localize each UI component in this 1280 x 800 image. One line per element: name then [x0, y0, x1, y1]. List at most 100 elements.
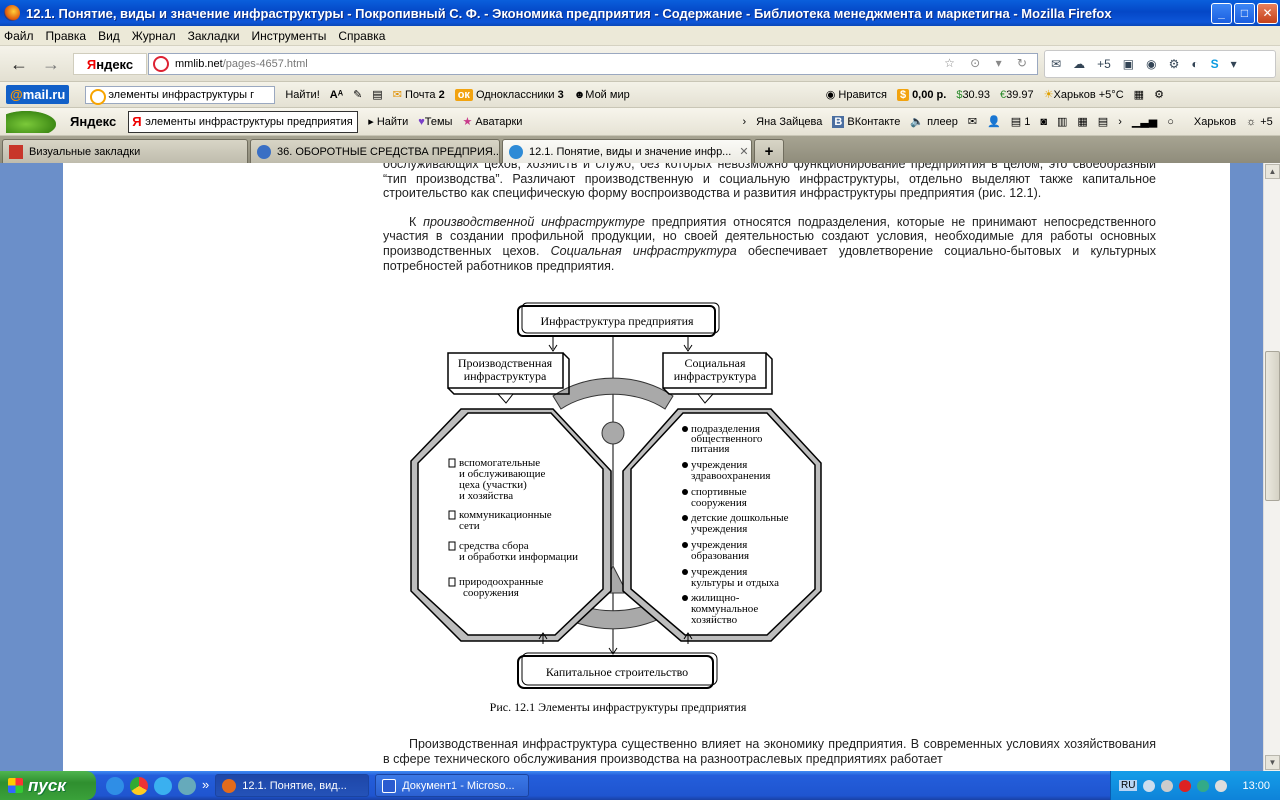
usd-rate[interactable]: $30.93	[956, 89, 990, 101]
right-item-7-line-3: хозяйство	[691, 614, 738, 626]
page-icon[interactable]: ▣	[1122, 57, 1135, 71]
menu-chevron-icon[interactable]: ▾	[1230, 57, 1237, 71]
menu-file[interactable]: Файл	[4, 28, 34, 43]
tray-expand-icon[interactable]	[1143, 779, 1156, 792]
mail-label: Почта	[404, 89, 436, 101]
user-name[interactable]: Яна Зайцева	[756, 115, 823, 128]
scroll-down-icon[interactable]: ▼	[1265, 755, 1280, 770]
mailbar-menu-icon[interactable]: ▦	[1133, 89, 1145, 101]
like-icon: ◉	[825, 89, 836, 101]
desktop-quick-icon[interactable]	[178, 776, 196, 795]
mail-envelope-icon[interactable]: ✉	[1051, 57, 1062, 71]
menu-bookmarks[interactable]: Закладки	[187, 28, 240, 43]
tab-infrastructure[interactable]: 12.1. Понятие, виды и значение инфр... ✕	[502, 139, 752, 163]
scroll-thumb[interactable]	[1265, 351, 1280, 501]
mail-icon[interactable]: ✉	[967, 116, 978, 128]
avatars-button[interactable]: ★ Аватарки	[462, 115, 522, 128]
yabar-chevron-icon[interactable]: ›	[742, 115, 747, 128]
yandex-find-button[interactable]: ▸ Найти	[368, 115, 408, 128]
menu-tools[interactable]: Инструменты	[251, 28, 327, 43]
task-label: 12.1. Понятие, вид...	[242, 779, 347, 792]
menu-view[interactable]: Вид	[98, 28, 120, 43]
start-button[interactable]: пуск	[0, 771, 96, 800]
weather-city[interactable]: Харьков	[1193, 115, 1237, 128]
calendar-icon[interactable]: ▤	[1097, 116, 1109, 128]
eur-rate[interactable]: €39.97	[1000, 89, 1034, 101]
left-item-1-line-2: и обслуживающие	[459, 468, 545, 480]
maximize-button[interactable]: □	[1234, 2, 1255, 24]
mailru-logo-at: @	[10, 87, 23, 102]
address-bar[interactable]: mmlib.net/pages-4657.html ☆ ⊙ ▾ ↻	[148, 53, 1038, 75]
p2-emphasis-social: Социальная инфраструктура	[550, 243, 737, 258]
weather-badge: +5	[1097, 57, 1111, 71]
taskbar-firefox[interactable]: 12.1. Понятие, вид...	[215, 774, 370, 797]
tray-skype-icon[interactable]	[1197, 779, 1210, 792]
my-world-icon: ☻	[573, 88, 586, 101]
window-titlebar[interactable]: 12.1. Понятие, виды и значение инфрастру…	[0, 0, 1280, 26]
page-viewport[interactable]: обслуживающих цехов, хозяйств и служб, б…	[0, 163, 1263, 771]
right-title-box	[662, 352, 767, 389]
skype-quick-icon[interactable]	[106, 776, 124, 795]
like-button[interactable]: ◉ Нравится	[826, 88, 887, 101]
p2-emphasis-production: производственной инфраструктуре	[423, 214, 645, 229]
vkontakte-link[interactable]: В ВКонтакте	[832, 115, 900, 128]
tab-close-icon[interactable]: ✕	[739, 146, 749, 158]
like-label: Нравится	[838, 89, 887, 101]
scroll-up-icon[interactable]: ▲	[1265, 164, 1280, 179]
chrome-quick-icon[interactable]	[130, 776, 148, 795]
counter-link[interactable]: ▤ 1	[1011, 115, 1031, 128]
camera-icon[interactable]: ◙	[1040, 115, 1047, 128]
taskbar-word[interactable]: Документ1 - Microso...	[375, 774, 530, 797]
tray-antivirus-icon[interactable]	[1179, 779, 1192, 792]
bottom-box	[517, 655, 714, 689]
new-tab-button[interactable]: +	[754, 139, 784, 163]
forward-button[interactable]: →	[42, 54, 60, 74]
vertical-scrollbar[interactable]: ▲ ▼	[1263, 163, 1280, 771]
menu-history[interactable]: Журнал	[131, 28, 176, 43]
tab-visual-bookmarks[interactable]: Визуальные закладки	[2, 139, 248, 163]
player-button[interactable]: 🔈 плеер	[910, 115, 958, 128]
url-actions-icons[interactable]: ☆ ⊙ ▾ ↻	[944, 56, 1033, 70]
mailbar-settings-icon[interactable]: ⚙	[1154, 89, 1164, 101]
pen-icon[interactable]: ✎	[353, 89, 363, 101]
notes-icon[interactable]: ▦	[1077, 116, 1088, 128]
tools-icon[interactable]: ⚙	[1168, 57, 1180, 71]
minimize-button[interactable]: _	[1211, 2, 1232, 24]
addon-icon[interactable]: ◐	[1191, 57, 1199, 71]
signal-icon[interactable]: ▁▃▅	[1131, 116, 1158, 128]
translate-icon[interactable]: ◉	[1146, 57, 1157, 71]
ie-quick-icon[interactable]	[154, 776, 172, 795]
tray-speaker-icon[interactable]	[1215, 779, 1228, 792]
weather-link[interactable]: ☀Харьков +5°C	[1044, 88, 1124, 101]
menu-help[interactable]: Справка	[338, 28, 386, 43]
themes-button[interactable]: ♥Темы	[418, 116, 452, 128]
doc-icon[interactable]: ▤	[372, 89, 383, 101]
skype-icon[interactable]: S	[1210, 57, 1219, 71]
language-indicator[interactable]: RU	[1119, 780, 1138, 791]
mailru-find-button[interactable]: Найти!	[285, 88, 320, 101]
tray-network-icon[interactable]	[1161, 779, 1174, 792]
user-icon[interactable]: 👤	[987, 116, 1001, 128]
tab-working-capital[interactable]: 36. ОБОРОТНЫЕ СРЕДСТВА ПРЕДПРИЯ...	[250, 139, 500, 163]
yandex-chameleon-icon[interactable]	[6, 110, 56, 133]
left-item-marker	[448, 541, 456, 551]
quick-more-icon[interactable]: »	[202, 776, 210, 792]
right-item-6-line-2: культуры и отдыха	[691, 577, 779, 589]
close-button[interactable]: ✕	[1257, 2, 1278, 24]
balance-link[interactable]: $0,00 р.	[896, 88, 946, 101]
back-button[interactable]: ←	[10, 54, 28, 74]
yabar-more-icon[interactable]: ›	[1118, 115, 1122, 128]
right-item-1-line-2: общественного	[691, 433, 763, 445]
chat-bubble-icon[interactable]: ○	[1167, 115, 1174, 128]
film-icon[interactable]: ▥	[1056, 116, 1068, 128]
mailru-search-input[interactable]: элементы инфраструктуры г	[85, 85, 276, 105]
my-world-link[interactable]: ☻Мой мир	[574, 89, 630, 101]
menu-edit[interactable]: Правка	[45, 28, 87, 43]
yandex-search-input[interactable]: элементы инфраструктуры предприятия	[128, 110, 359, 133]
font-size-icon[interactable]: Aᴬ	[329, 88, 344, 101]
mail-link[interactable]: ✉ Почта 2	[393, 88, 445, 101]
cloud-weather-icon[interactable]: ☁	[1073, 57, 1086, 71]
mailru-logo[interactable]: @mail.ru	[6, 85, 70, 104]
